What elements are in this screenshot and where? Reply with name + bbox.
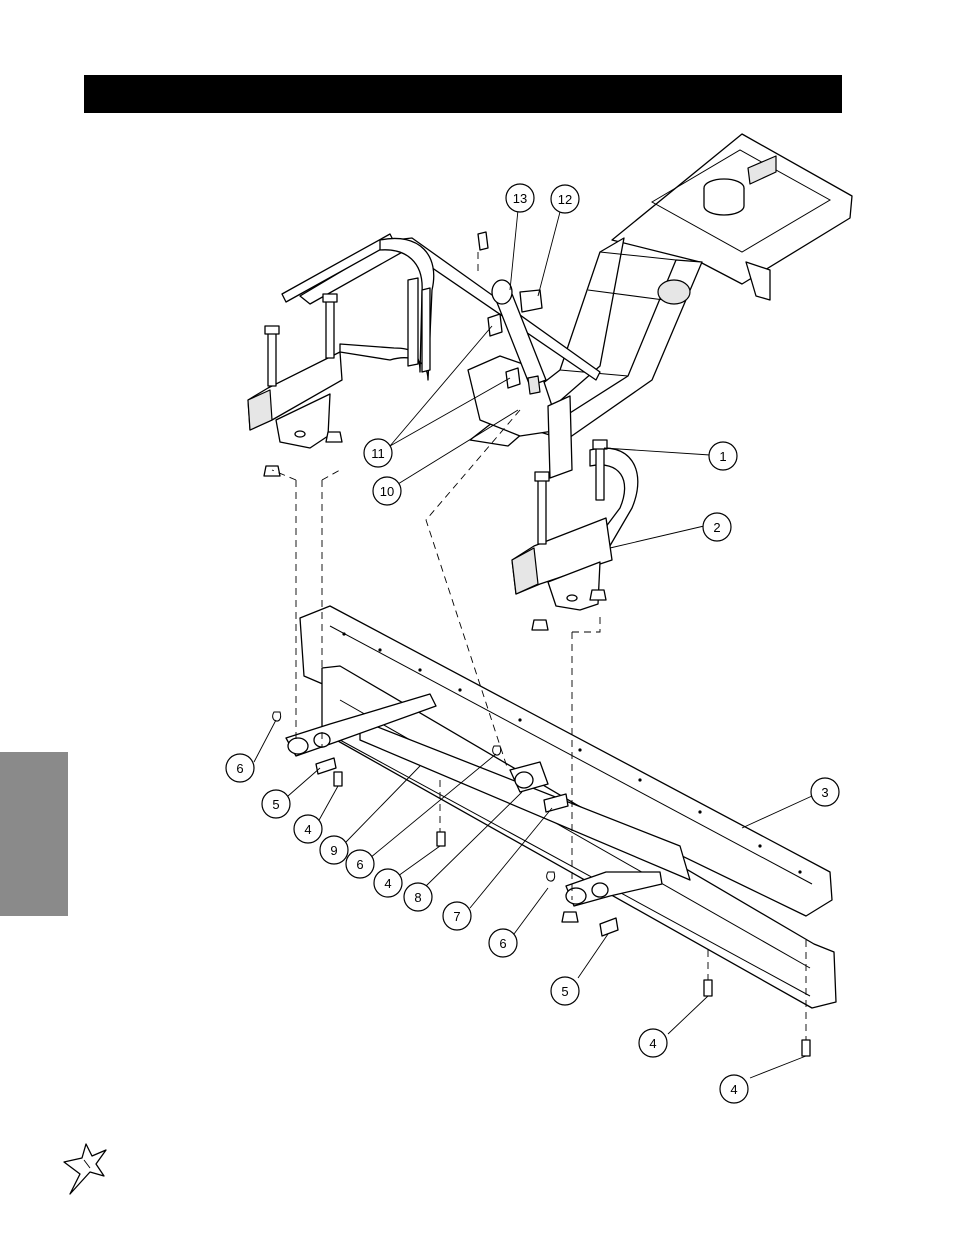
callout-1: 1 (709, 442, 737, 470)
callout-8: 8 (404, 883, 432, 911)
callout-12: 12 (551, 185, 579, 213)
callout-6: 6 (489, 929, 517, 957)
callout-11: 11 (364, 439, 392, 467)
callout-3: 3 (811, 778, 839, 806)
callout-4: 4 (294, 815, 322, 843)
callout-label: 1 (719, 449, 726, 464)
callout-label: 5 (272, 797, 279, 812)
callout-6: 6 (226, 754, 254, 782)
callout-label: 6 (499, 936, 506, 951)
callout-9: 9 (320, 836, 348, 864)
callout-label: 13 (513, 191, 527, 206)
callout-4: 4 (639, 1029, 667, 1057)
starburst-logo-icon (64, 1144, 106, 1194)
callout-5: 5 (551, 977, 579, 1005)
callout-4: 4 (720, 1075, 748, 1103)
callout-label: 4 (730, 1082, 737, 1097)
callout-label: 9 (330, 843, 337, 858)
callout-label: 11 (371, 446, 385, 461)
callout-label: 6 (236, 761, 243, 776)
callout-label: 4 (649, 1036, 656, 1051)
callout-label: 4 (384, 876, 391, 891)
callout-label: 2 (713, 520, 720, 535)
callout-label: 7 (453, 909, 460, 924)
callout-4: 4 (374, 869, 402, 897)
callout-label: 12 (558, 192, 572, 207)
callout-2: 2 (703, 513, 731, 541)
callout-label: 10 (380, 484, 394, 499)
callout-label: 3 (821, 785, 828, 800)
callout-label: 6 (356, 857, 363, 872)
callout-10: 10 (373, 477, 401, 505)
callout-13: 13 (506, 184, 534, 212)
tractor-frame (248, 134, 852, 630)
callout-5: 5 (262, 790, 290, 818)
callout-label: 5 (561, 984, 568, 999)
callout-label: 4 (304, 822, 311, 837)
callout-6: 6 (346, 850, 374, 878)
callout-7: 7 (443, 902, 471, 930)
callout-label: 8 (414, 890, 421, 905)
